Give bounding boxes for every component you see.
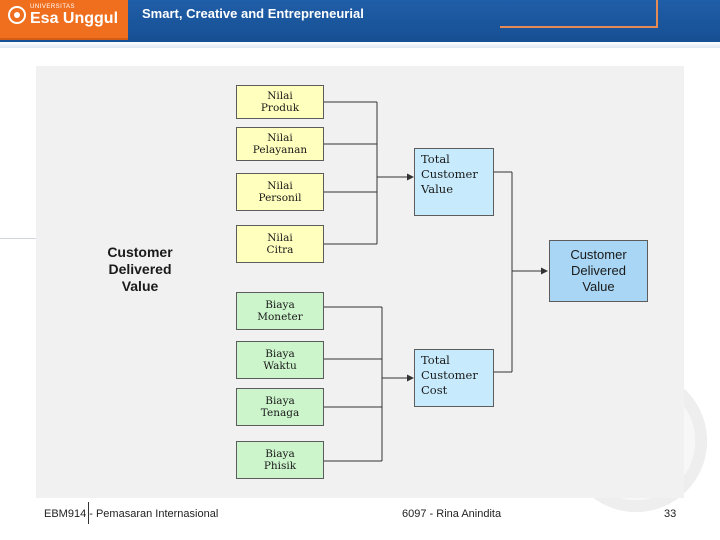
logo-emblem-icon xyxy=(8,6,26,24)
decorative-line xyxy=(0,238,36,299)
footer-page-number: 33 xyxy=(664,508,677,520)
footer-divider xyxy=(88,502,89,524)
diagram-side-label: Customer Delivered Value xyxy=(107,244,173,294)
logo-name: Esa Unggul xyxy=(30,10,119,27)
diagram-connectors xyxy=(324,101,548,462)
header-divider xyxy=(0,42,720,48)
university-logo: UNIVERSITAS Esa Unggul xyxy=(0,0,128,40)
header-tagline: Smart, Creative and Entrepreneurial xyxy=(142,6,364,21)
footer-author: 6097 - Rina Anindita xyxy=(402,508,502,520)
logo-subtitle: UNIVERSITAS xyxy=(30,4,76,10)
header-accent-line xyxy=(500,0,658,28)
footer-course: EBM914 - Pemasaran Internasional xyxy=(44,508,219,520)
